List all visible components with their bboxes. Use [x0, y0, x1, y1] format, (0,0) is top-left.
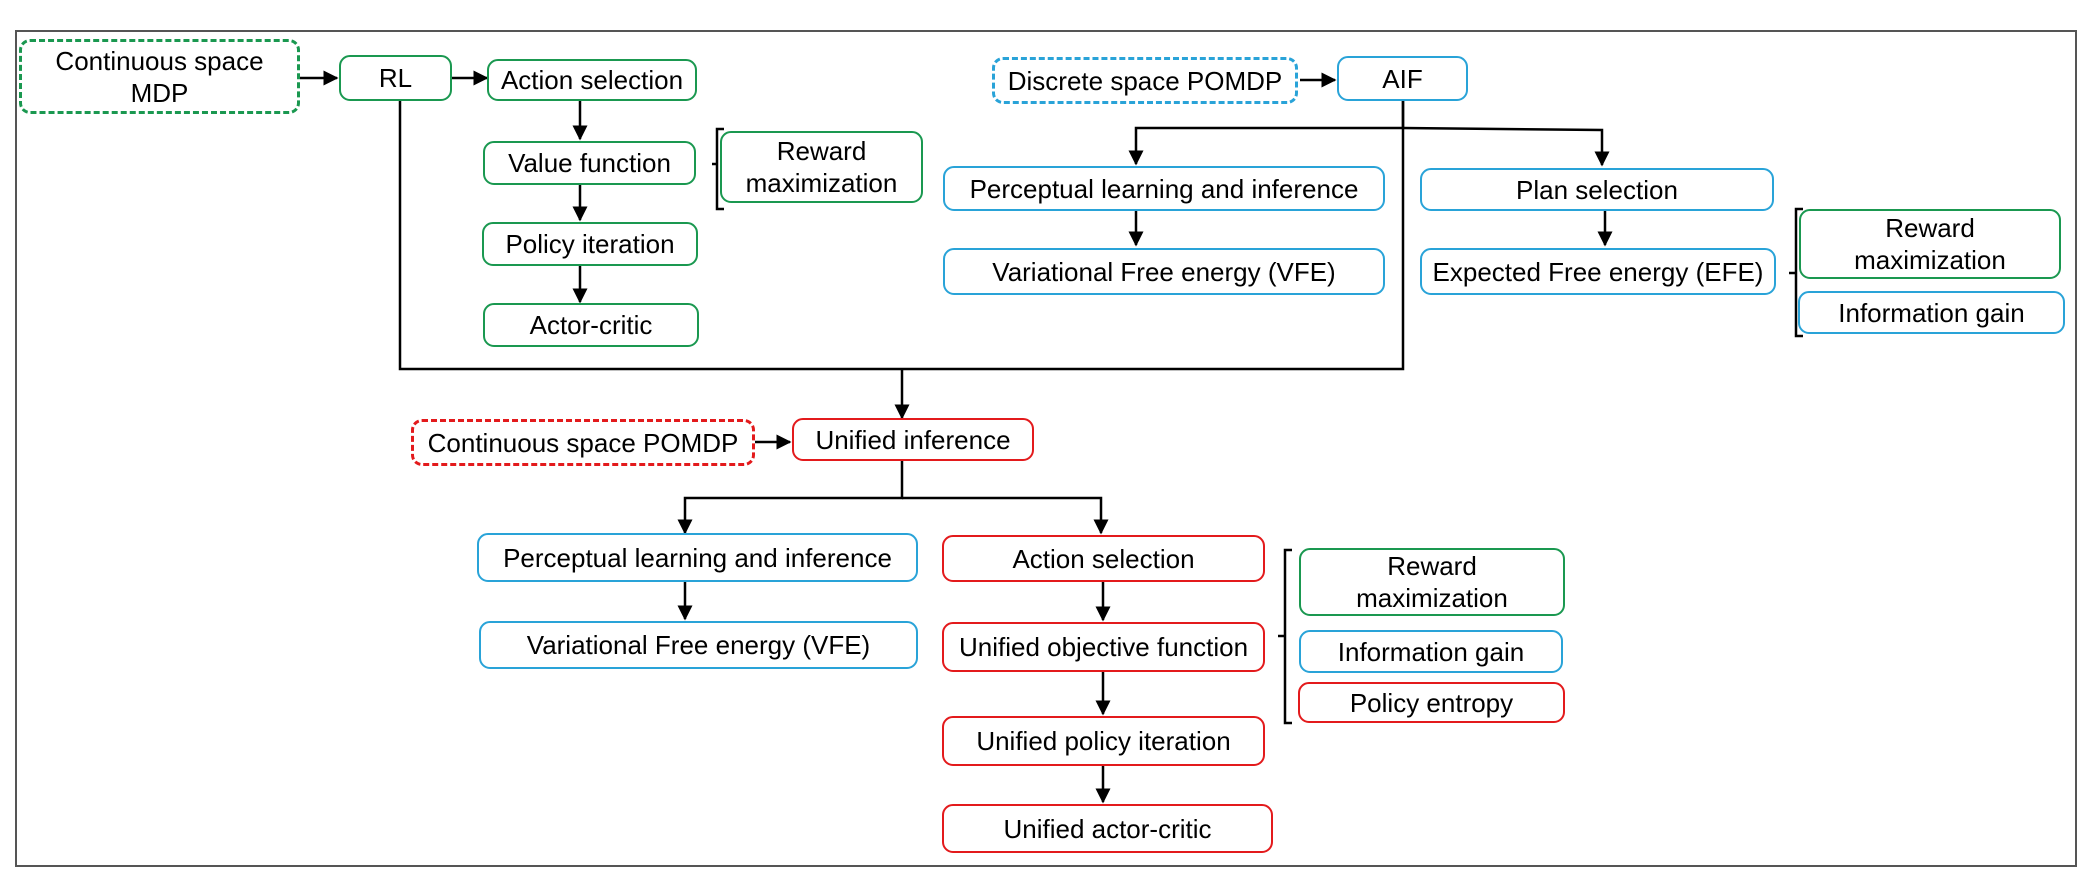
continuous-space-pomdp-node: Continuous space POMDP: [411, 419, 755, 466]
diagram-frame: [15, 30, 2077, 867]
aif-information-gain-node: Information gain: [1798, 291, 2065, 334]
unified-policy-entropy-node: Policy entropy: [1298, 682, 1565, 723]
rl-action-selection-node: Action selection: [487, 59, 697, 101]
unified-split-right: [902, 496, 1109, 535]
aif-efe-node: Expected Free energy (EFE): [1420, 248, 1776, 295]
unified-vfe-node: Variational Free energy (VFE): [479, 621, 918, 669]
unified-perceptual-learning-node: Perceptual learning and inference: [477, 533, 918, 582]
continuous-space-mdp-node: Continuous space MDP: [19, 39, 300, 114]
discrete-space-pomdp-node: Discrete space POMDP: [992, 57, 1298, 104]
unified-actor-critic-node: Unified actor-critic: [942, 804, 1273, 853]
unified-objective-function-node: Unified objective function: [942, 622, 1265, 672]
aif-node: AIF: [1337, 56, 1468, 101]
aif-split-line: [1128, 100, 1405, 166]
bracket-rl-reward: [715, 127, 724, 211]
unified-split-left: [677, 461, 904, 535]
rl-node: RL: [339, 55, 452, 101]
rl-value-function-node: Value function: [483, 141, 696, 185]
unified-reward-maximization-node: Reward maximization: [1299, 548, 1565, 616]
unified-information-gain-node: Information gain: [1299, 630, 1563, 673]
rl-reward-maximization-node: Reward maximization: [720, 131, 923, 203]
aif-reward-maximization-node: Reward maximization: [1799, 209, 2061, 279]
aif-split-right: [1402, 126, 1610, 167]
rl-policy-iteration-node: Policy iteration: [482, 222, 698, 266]
unified-action-selection-node: Action selection: [942, 535, 1265, 582]
bracket-unified-objective: [1283, 548, 1292, 725]
rl-actor-critic-node: Actor-critic: [483, 303, 699, 347]
aif-vfe-node: Variational Free energy (VFE): [943, 248, 1385, 295]
aif-plan-selection-node: Plan selection: [1420, 168, 1774, 211]
aif-perceptual-learning-node: Perceptual learning and inference: [943, 166, 1385, 211]
unified-inference-node: Unified inference: [792, 418, 1034, 461]
unified-policy-iteration-node: Unified policy iteration: [942, 716, 1265, 766]
